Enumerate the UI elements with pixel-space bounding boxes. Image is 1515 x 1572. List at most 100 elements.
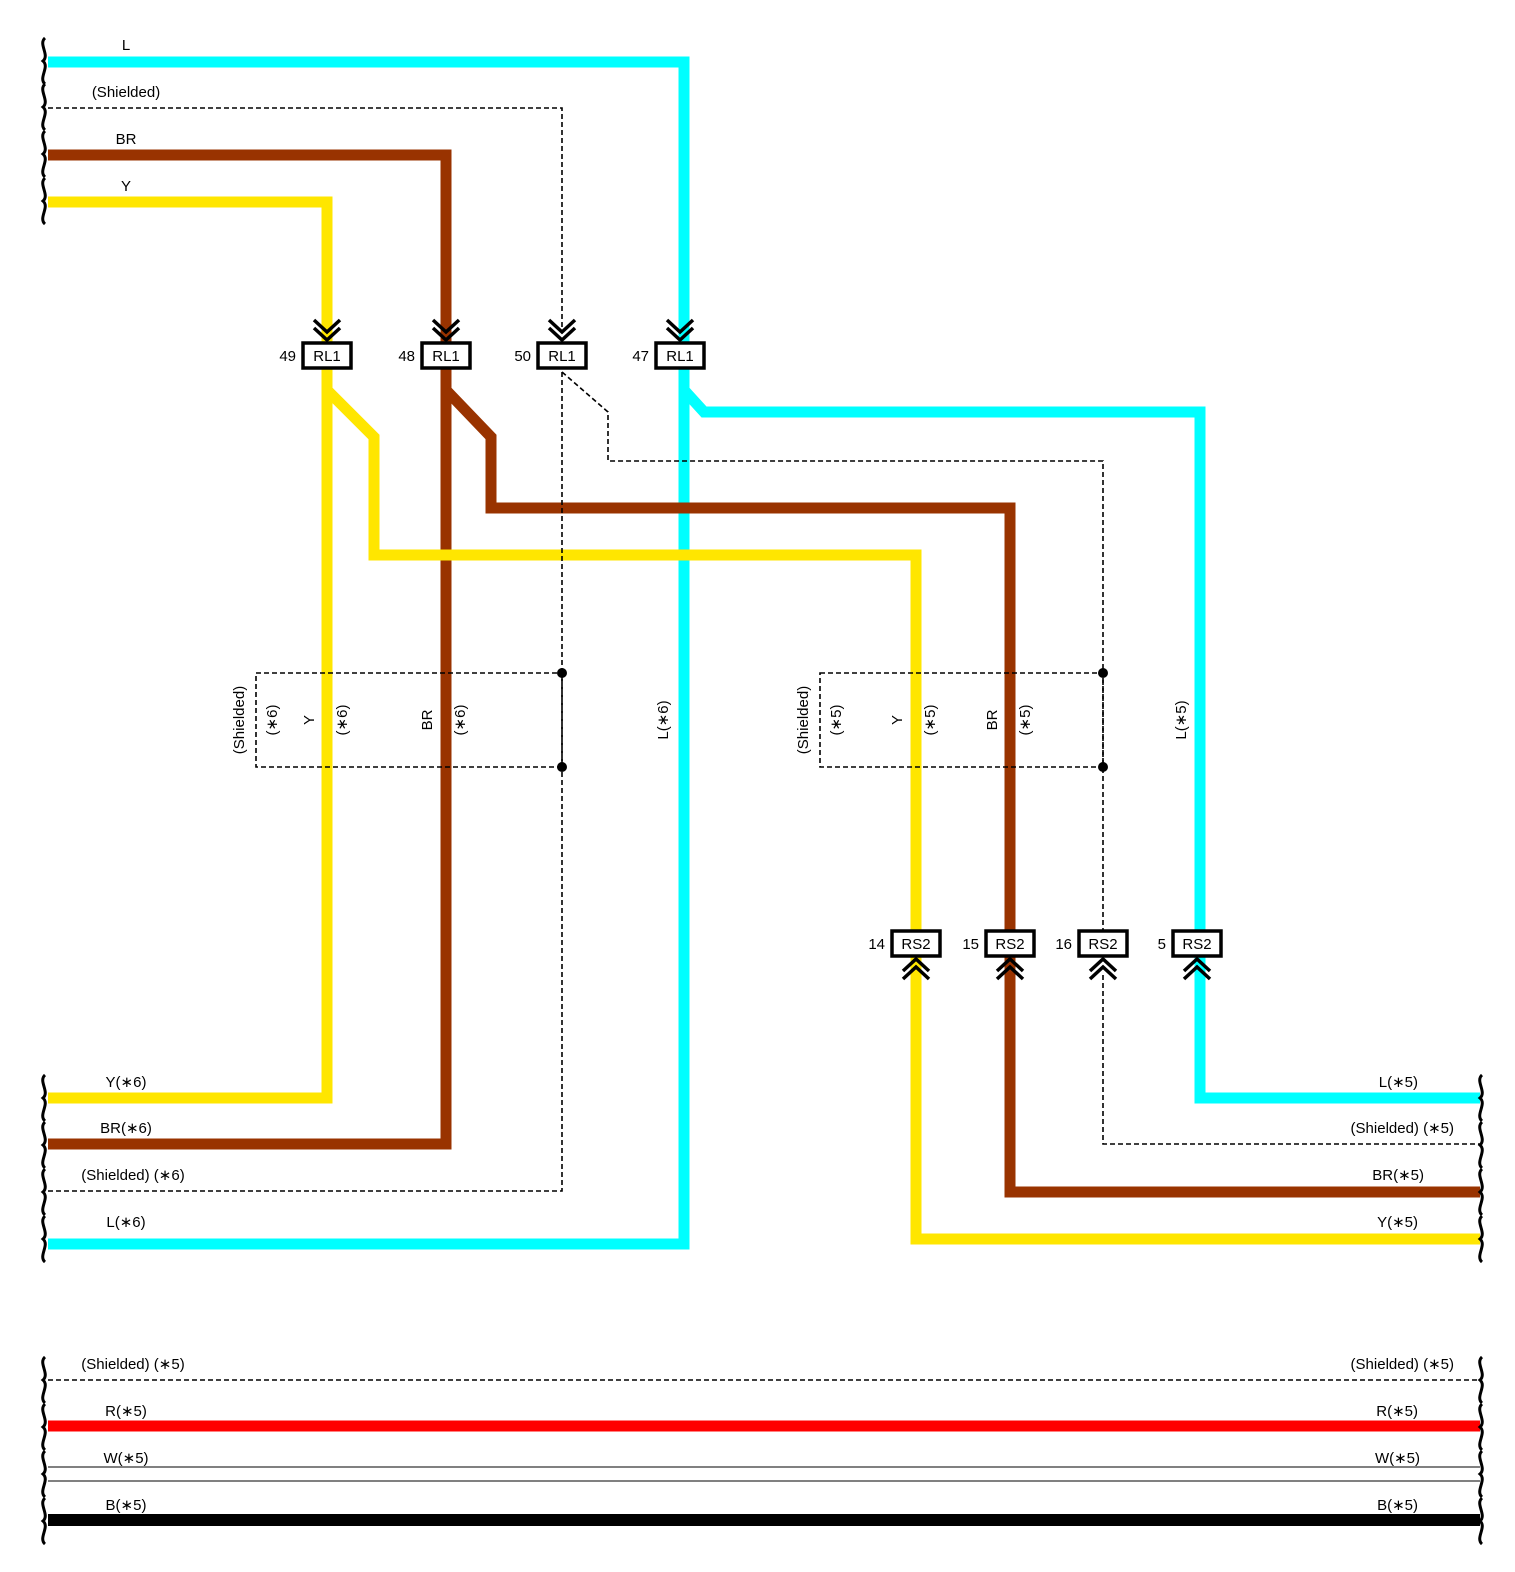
connector-name: RL1 (548, 348, 576, 365)
shield-dot (1098, 762, 1108, 772)
connector-rs2-15[interactable]: RS2 15 (962, 929, 1036, 981)
shield-left-down (48, 372, 563, 1192)
shield-branch (561, 371, 1104, 960)
wire-label: (Shielded) (∗6) (81, 1167, 184, 1184)
connector-name: RS2 (995, 936, 1024, 953)
wire-y-branch (323, 386, 922, 975)
break-mark (40, 1073, 47, 1123)
connector-box (420, 341, 472, 370)
break-mark (40, 36, 47, 86)
connector-box (1171, 929, 1223, 958)
break-mark (1477, 1402, 1484, 1452)
break-mark (40, 176, 47, 226)
break-mark (40, 1120, 47, 1170)
wire-label: Y (121, 178, 131, 195)
wire-label-right: W(∗5) (1375, 1450, 1420, 1467)
pin-number: 47 (632, 348, 649, 365)
wire-label: (Shielded) (∗5) (1351, 1120, 1454, 1137)
break-mark (40, 1449, 47, 1499)
wire-label: Y(∗5) (1377, 1214, 1418, 1231)
pin-number: 16 (1055, 936, 1072, 953)
wires (48, 56, 1480, 1526)
wire-label-left: W(∗5) (103, 1450, 148, 1467)
connector-box (984, 929, 1036, 958)
vertical-label: (∗5) (828, 705, 845, 736)
wire-label: L(∗5) (1379, 1074, 1418, 1091)
break-mark (1477, 1449, 1484, 1499)
break-mark (40, 1496, 47, 1546)
shield-dot (557, 762, 567, 772)
vertical-label: (∗5) (922, 705, 939, 736)
wire-l-branch (679, 386, 1206, 975)
wire-label: BR (116, 131, 137, 148)
top-left-wire-labels: L (Shielded) BR Y (92, 37, 160, 195)
bottom-left-wire-labels: Y(∗6) BR(∗6) (Shielded) (∗6) L(∗6) (81, 1074, 184, 1231)
vertical-label: Y (301, 715, 318, 725)
connector-box (301, 341, 353, 370)
connector-box (1077, 929, 1129, 958)
vertical-label: Y (889, 715, 906, 725)
vertical-label: L(∗5) (1173, 700, 1190, 739)
break-mark (1477, 1120, 1484, 1170)
break-mark (1477, 1214, 1484, 1264)
wire-label-right: (Shielded) (∗5) (1351, 1356, 1454, 1373)
wire-label: BR(∗6) (100, 1120, 152, 1137)
wire-l-5-out (1194, 975, 1480, 1104)
chevron-up-icon (995, 956, 1025, 981)
connector-group-rs2: RS2 14 RS2 15 RS2 16 RS2 5 (868, 929, 1223, 981)
wire-br-main (48, 149, 452, 1150)
wire-label: L(∗6) (106, 1214, 145, 1231)
chevron-down-icon (665, 318, 695, 343)
break-mark (40, 1402, 47, 1452)
pin-number: 5 (1158, 936, 1166, 953)
shield-box-left-labels: (Shielded) (∗6) Y (∗6) BR (∗6) L(∗6) (231, 686, 672, 754)
connector-name: RL1 (313, 348, 341, 365)
connector-name: RS2 (1088, 936, 1117, 953)
connector-rs2-14[interactable]: RS2 14 (868, 929, 942, 981)
vertical-label: (Shielded) (795, 686, 812, 754)
connector-group-rl1: RL1 49 RL1 48 RL1 50 RL1 47 (279, 318, 706, 370)
wire-label-right: R(∗5) (1376, 1403, 1418, 1420)
shield-box-right-labels: (Shielded) (∗5) Y (∗5) BR (∗5) L(∗5) (795, 686, 1190, 754)
connector-name: RL1 (666, 348, 694, 365)
shield-dot (1098, 668, 1108, 678)
pin-number: 48 (398, 348, 415, 365)
vertical-label: (∗6) (334, 705, 351, 736)
break-mark (40, 129, 47, 179)
shield-dot (557, 668, 567, 678)
pin-number: 49 (279, 348, 296, 365)
vertical-label: (∗6) (264, 705, 281, 736)
break-mark (40, 82, 47, 132)
connector-rl1-47[interactable]: RL1 47 (632, 318, 706, 370)
wire-label-left: (Shielded) (∗5) (81, 1356, 184, 1373)
wire-label-left: R(∗5) (105, 1403, 147, 1420)
connector-rl1-49[interactable]: RL1 49 (279, 318, 353, 370)
break-mark (40, 1214, 47, 1264)
connector-name: RS2 (1182, 936, 1211, 953)
connector-rl1-48[interactable]: RL1 48 (398, 318, 472, 370)
shield-16-out (1102, 975, 1480, 1145)
pin-number: 15 (962, 936, 979, 953)
vertical-label: (∗5) (1017, 705, 1034, 736)
connector-rs2-5[interactable]: RS2 5 (1158, 929, 1223, 981)
wire-label: BR(∗5) (1372, 1167, 1424, 1184)
wire-label: L (122, 37, 130, 54)
shield-dots (557, 668, 1108, 772)
connector-rl1-50[interactable]: RL1 50 (514, 318, 588, 370)
break-mark (40, 1355, 47, 1405)
chevron-down-icon (547, 318, 577, 343)
break-mark (40, 1167, 47, 1217)
bottom-right-wire-labels: L(∗5) (Shielded) (∗5) BR(∗5) Y(∗5) (1351, 1074, 1454, 1231)
chevron-down-icon (431, 318, 461, 343)
connector-box (890, 929, 942, 958)
shield-lines (48, 107, 1480, 1381)
chevron-up-icon (901, 956, 931, 981)
through-wire-labels: (Shielded) (∗5) (Shielded) (∗5) R(∗5) R(… (81, 1356, 1454, 1514)
wire-label: (Shielded) (92, 84, 160, 101)
vertical-label: BR (984, 709, 1001, 730)
wire-br-15-out (1004, 975, 1480, 1198)
connector-rs2-16[interactable]: RS2 16 (1055, 929, 1129, 981)
connector-box (654, 341, 706, 370)
pin-number: 14 (868, 936, 885, 953)
